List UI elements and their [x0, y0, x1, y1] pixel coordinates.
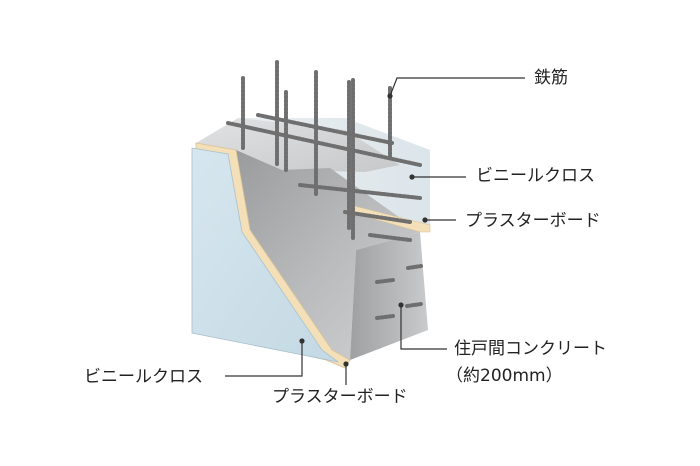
leader-rebar-dot: [387, 93, 393, 99]
rebar-horizontal-group: [226, 113, 422, 242]
leader-rebar: [389, 77, 525, 97]
rebar-horizontal-5: [368, 233, 412, 242]
rebar-horizontal-3: [298, 183, 422, 200]
rebar-end-3: [375, 314, 395, 320]
leader-vinyl-right-dot: [409, 174, 415, 180]
concrete-front-face: [236, 150, 420, 360]
leader-plaster-right-dot: [422, 217, 428, 223]
label-vinyl-cloth-right: ビニールクロス: [476, 166, 595, 186]
leader-lines: [225, 77, 525, 385]
label-plaster-board-bottom: プラスターボード: [272, 387, 408, 407]
rebar-horizontal-4: [343, 210, 412, 224]
rebar-horizontal-2: [256, 113, 394, 145]
rebar-horizontal-1: [226, 121, 422, 167]
leader-concrete: [400, 305, 447, 350]
leader-vinyl-left-dot: [299, 338, 305, 344]
label-rebar: 鉄筋: [534, 68, 568, 88]
rebar-end-1: [375, 278, 395, 284]
rebar-end-4: [405, 302, 423, 308]
label-concrete-line1: 住戸間コンクリート: [454, 339, 607, 359]
vinyl-cloth-front: [191, 147, 339, 363]
leader-plaster-bottom-dot: [343, 361, 349, 367]
rebar-ends-group: [375, 264, 423, 320]
leader-concrete-dot: [398, 302, 404, 308]
leader-vinyl-left: [225, 341, 303, 377]
rebar-end-2: [406, 264, 423, 270]
label-plaster-board-right: プラスターボード: [465, 211, 601, 231]
concrete-side-face: [350, 232, 428, 360]
label-vinyl-cloth-left: ビニールクロス: [84, 367, 203, 387]
label-concrete-line2: （約200mm）: [446, 366, 563, 386]
